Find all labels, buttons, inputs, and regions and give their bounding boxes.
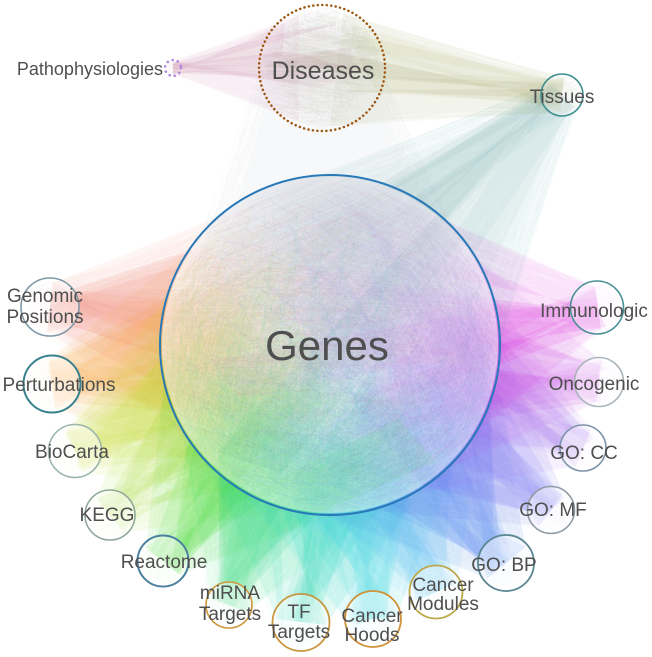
svg-text:Genes: Genes [265, 322, 389, 369]
svg-text:GO: CC: GO: CC [550, 443, 618, 464]
svg-text:Pathophysiologies: Pathophysiologies [17, 59, 163, 79]
svg-text:Perturbations: Perturbations [2, 375, 115, 396]
svg-text:Oncogenic: Oncogenic [549, 374, 640, 395]
svg-text:Positions: Positions [6, 307, 83, 328]
svg-text:Tissues: Tissues [530, 87, 595, 108]
svg-text:TF: TF [287, 602, 310, 623]
svg-text:Immunologic: Immunologic [540, 301, 648, 322]
svg-text:miRNA: miRNA [200, 583, 260, 604]
svg-text:BioCarta: BioCarta [35, 442, 109, 463]
svg-text:GO: MF: GO: MF [519, 500, 587, 521]
svg-text:KEGG: KEGG [80, 505, 135, 526]
svg-text:Hoods: Hoods [345, 625, 400, 646]
svg-text:Genomic: Genomic [7, 286, 83, 307]
svg-text:Diseases: Diseases [272, 57, 375, 85]
svg-text:Modules: Modules [407, 594, 479, 615]
svg-text:Targets: Targets [199, 604, 261, 625]
svg-text:GO: BP: GO: BP [471, 555, 536, 576]
svg-text:Cancer: Cancer [341, 606, 403, 627]
svg-text:Reactome: Reactome [121, 552, 208, 573]
svg-text:Targets: Targets [268, 622, 330, 643]
svg-text:Cancer: Cancer [412, 575, 474, 596]
